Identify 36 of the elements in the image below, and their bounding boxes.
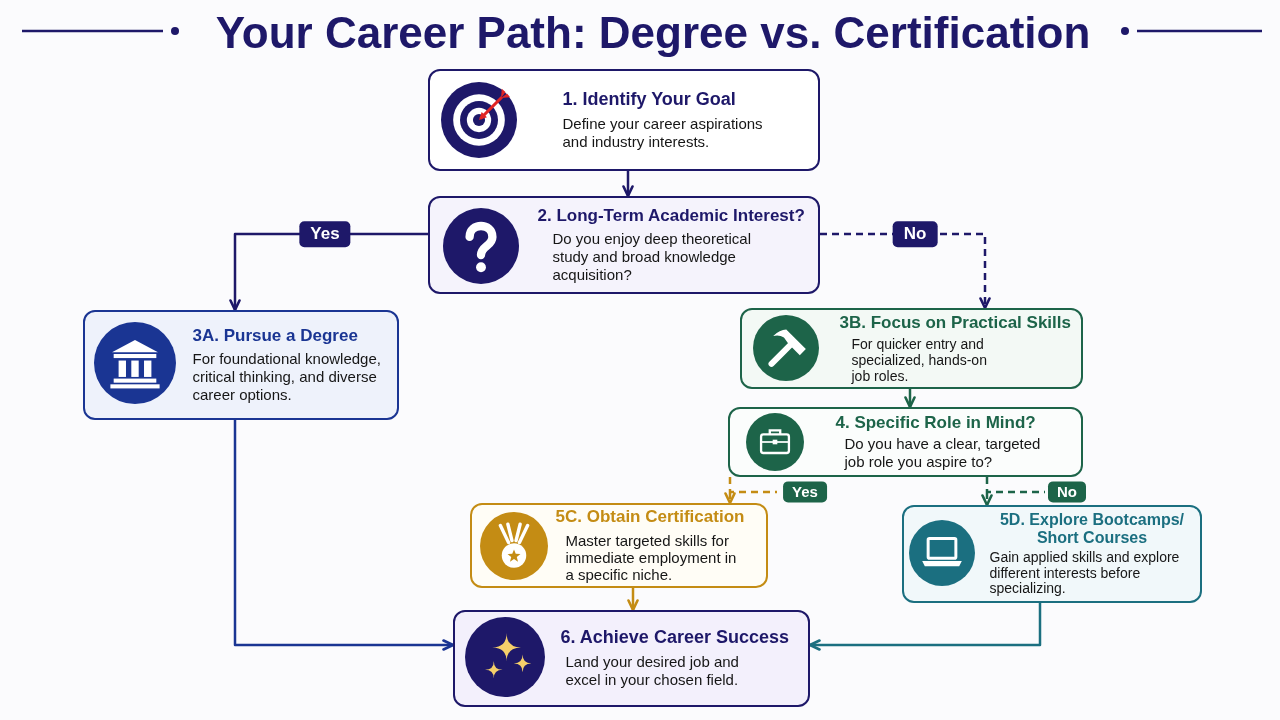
step-description: Define your career aspirations and industry interests. xyxy=(562,114,764,152)
arrow xyxy=(622,171,634,198)
step-description: Master targeted skills for immediate employment in a specific niche. xyxy=(565,531,738,584)
arrow xyxy=(724,475,779,505)
step-title: 2. Long-Term Academic Interest? xyxy=(537,205,805,226)
edge-label: Yes xyxy=(783,481,827,503)
arrow xyxy=(627,588,639,612)
step-card xyxy=(902,505,1202,603)
step-card xyxy=(740,308,1083,389)
step-title: 5D. Explore Bootcamps/ Short Courses xyxy=(998,511,1185,547)
arrow xyxy=(233,420,455,651)
step-card xyxy=(428,196,820,294)
step-title: 4. Specific Role in Mind? xyxy=(835,412,1036,433)
edge-label: No xyxy=(1048,481,1086,503)
arrow xyxy=(904,389,916,409)
step-description: Land your desired job and excel in your chosen field. xyxy=(565,653,740,690)
step-description: For foundational knowledge, critical thinking, and diverse career options. xyxy=(192,350,382,405)
step-title: 3B. Focus on Practical Skills xyxy=(839,312,1071,333)
step-card xyxy=(428,69,820,171)
edge-label: No xyxy=(892,221,938,247)
step-description: For quicker entry and specialized, hands-on job roles. xyxy=(851,337,988,385)
arrow xyxy=(981,475,1047,507)
step-card xyxy=(728,407,1083,477)
step-card xyxy=(83,310,399,420)
step-title: 1. Identify Your Goal xyxy=(562,88,736,110)
arrow xyxy=(808,603,1042,651)
step-description: Gain applied skills and explore different interests before specializing. xyxy=(989,549,1181,597)
edge-label: Yes xyxy=(299,221,351,247)
step-card xyxy=(453,610,810,707)
title: Your Career Path: Degree vs. Certification xyxy=(215,9,1091,58)
step-description: Do you enjoy deep theoretical study and broad knowledge acquisition? xyxy=(552,230,752,285)
step-title: 5C. Obtain Certification xyxy=(555,507,745,527)
step-description: Do you have a clear, targeted job role you aspire to? xyxy=(844,435,1042,472)
step-title: 6. Achieve Career Success xyxy=(560,627,789,649)
step-title: 3A. Pursue a Degree xyxy=(192,325,358,346)
step-card xyxy=(470,503,768,588)
